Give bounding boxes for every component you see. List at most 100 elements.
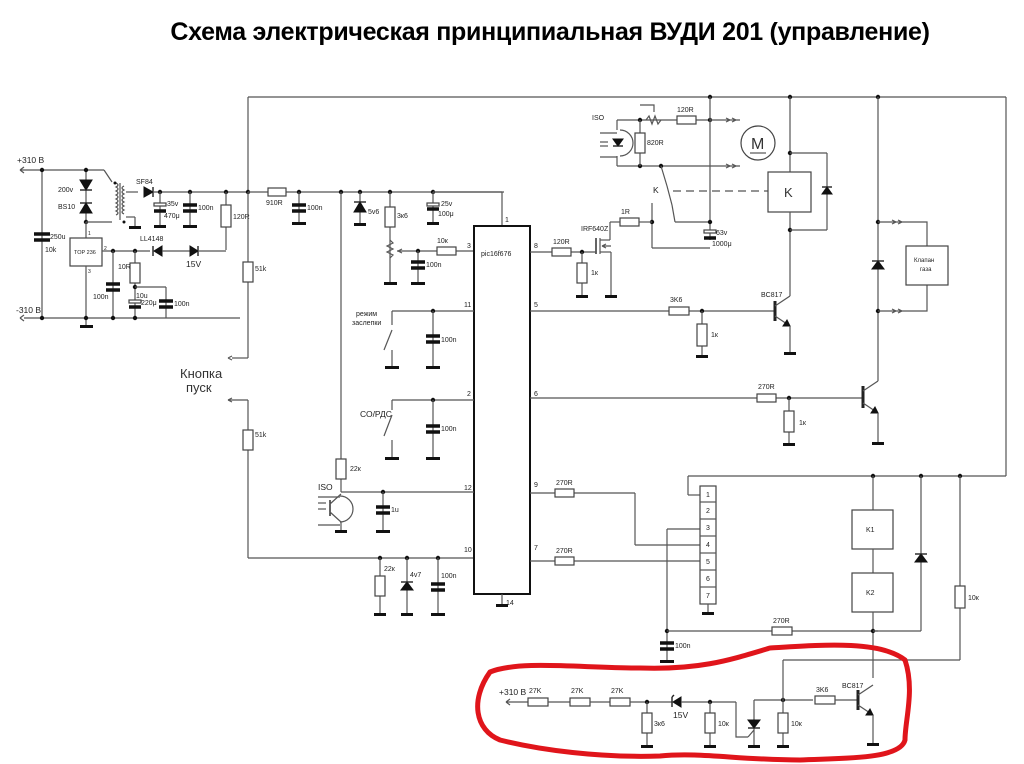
connector-section: 270R 270R 100n 270R 1 2 3 4 5 6 7 xyxy=(530,480,878,663)
relay-coil-label: K xyxy=(784,185,793,200)
res-51k-b-label: 51k xyxy=(255,432,267,439)
diode-bs10-label: BS10 xyxy=(58,204,75,211)
latch-cap-label: 100n xyxy=(441,337,457,344)
conn-res-9-label: 270R xyxy=(556,480,573,487)
co-rds-label: СО/РДС xyxy=(360,409,392,419)
start-button-label-2: пуск xyxy=(186,380,212,395)
hl-zener-label: 15V xyxy=(673,710,688,720)
mosfet-label: IRF640Z xyxy=(581,226,609,233)
main-rails xyxy=(247,96,1007,496)
res-gate-pd-label: 1к xyxy=(591,270,599,277)
cap-input-label: 250u xyxy=(50,234,66,241)
svg-text:1: 1 xyxy=(88,231,91,237)
res-1r-label: 1R xyxy=(621,209,630,216)
q2-pd-label: 1к xyxy=(799,420,807,427)
pic16f676-chip xyxy=(473,225,531,595)
relay-res-10k-label: 10к xyxy=(968,595,980,602)
relays-section: K1 K2 10к xyxy=(783,473,980,678)
svg-text:1: 1 xyxy=(505,217,509,224)
svg-text:8: 8 xyxy=(534,243,538,250)
cap-100u-label: 100μ xyxy=(438,211,454,218)
res-3k6-label: 3к6 xyxy=(397,213,408,220)
gas-valve-section: Клапан газа xyxy=(871,94,949,381)
res-22k-b-label: 22к xyxy=(384,566,396,573)
cap-out-v-label: 35v xyxy=(167,201,179,208)
start-button-label-1: Кнопка xyxy=(180,366,223,381)
svg-text:6: 6 xyxy=(534,391,538,398)
gas-valve-box xyxy=(905,245,949,286)
top236-label: TOP 236 xyxy=(74,250,96,256)
svg-text:9: 9 xyxy=(534,482,538,489)
zener-15v-label: 15V xyxy=(186,259,201,269)
cap-25v-label: 25v xyxy=(441,201,453,208)
res-910r-label: 910R xyxy=(266,200,283,207)
motor-section: ISO 820R 120R M K 63v 1000μ 1R xyxy=(530,94,833,298)
conn-res-7-label: 270R xyxy=(556,548,573,555)
motor-symbol: M xyxy=(751,136,764,153)
minus-310-label: -310 В xyxy=(16,305,41,315)
cap-100n-b-label: 100n xyxy=(93,294,109,301)
tvs-label: 200v xyxy=(58,187,74,194)
hl-res-10k-a-label: 10к xyxy=(718,721,730,728)
plus-310-label: +310 В xyxy=(17,155,45,165)
schematic-title: Схема электрическая принципиальная ВУДИ … xyxy=(170,18,930,46)
mcu-name: pic16f676 xyxy=(481,251,511,258)
latch-label-1: режим xyxy=(356,311,377,318)
flame-sensor-section: 22к ISO 1u 22к 4v7 100n xyxy=(318,458,474,616)
latch-label-2: заслепки xyxy=(352,320,381,327)
q1-name-label: BC817 xyxy=(761,292,783,299)
res-120r-label: 120R xyxy=(233,214,250,221)
cap-1000u-label: 1000μ xyxy=(712,241,732,248)
svg-text:3: 3 xyxy=(88,269,91,275)
mcu-section: 910R 100n 5v6 3к6 100n 10к 25v 100μ xyxy=(248,187,538,607)
svg-text:3: 3 xyxy=(467,243,471,250)
svg-text:12: 12 xyxy=(464,485,472,492)
cap-63v-label: 63v xyxy=(716,230,728,237)
res-120r-motor-label: 120R xyxy=(677,107,694,114)
cap-input-v-label: 10k xyxy=(45,247,57,254)
switches-section: режим заслепки 100n СО/РДС 100n xyxy=(352,308,474,460)
cap-220u-label: 220μ xyxy=(141,300,157,307)
conn-pin-1: 1 xyxy=(706,492,710,499)
psu-section: +310 В -310 В 250u 10k 200v BS10 SF84 xyxy=(16,155,267,361)
res-22k-label: 22к xyxy=(350,466,362,473)
svg-text:11: 11 xyxy=(464,302,471,309)
svg-text:5: 5 xyxy=(534,302,538,309)
highlight-outline xyxy=(475,642,912,763)
hl-transistor-label: BC817 xyxy=(842,683,864,690)
res-gate-label: 120R xyxy=(553,239,570,246)
conn-res-bottom-label: 270R xyxy=(773,618,790,625)
connector-block: 1 2 3 4 5 6 7 xyxy=(699,485,717,615)
start-button-section: Кнопка пуск 51k xyxy=(180,366,474,559)
q1-base-res-label: 3K6 xyxy=(670,297,683,304)
hl-res-3k6-label: 3к6 xyxy=(654,721,665,728)
relay-k2-label: K2 xyxy=(866,590,875,597)
gas-valve-label-1: Клапан xyxy=(914,258,934,264)
conn-pin-6: 6 xyxy=(706,576,710,583)
res-10k-label: 10к xyxy=(437,238,449,245)
res-820r-label: 820R xyxy=(647,140,664,147)
relay-contact-label: K xyxy=(653,185,659,195)
zener-5v6-label: 5v6 xyxy=(368,209,379,216)
cap-100n-flame-label: 100n xyxy=(441,573,457,580)
cap-1u-label: 1u xyxy=(391,507,399,514)
hl-res-base-label: 3K6 xyxy=(816,687,829,694)
iso-flame-label: ISO xyxy=(318,482,333,492)
hl-supply-label: +310 В xyxy=(499,687,527,697)
q1-pd-label: 1к xyxy=(711,332,719,339)
hl-r2-label: 27K xyxy=(571,688,584,695)
q2-base-res-label: 270R xyxy=(758,384,775,391)
ll4148-label: LL4148 xyxy=(140,236,163,243)
conn-cap-label: 100n xyxy=(675,643,691,650)
cap-100n-a-label: 100n xyxy=(198,205,214,212)
cap-100n-c-label: 100n xyxy=(174,301,190,308)
zener-4v7-label: 4v7 xyxy=(410,572,421,579)
relay-k1-label: K1 xyxy=(866,527,875,534)
svg-text:2: 2 xyxy=(104,246,107,252)
svg-text:7: 7 xyxy=(534,545,538,552)
highlighted-circuit: +310 В 27K 27K 27K 3к6 15V 10к 10к xyxy=(475,642,912,763)
svg-text:10: 10 xyxy=(464,547,472,554)
iso-motor-label: ISO xyxy=(592,115,605,122)
res-51k-a-label: 51k xyxy=(255,266,267,273)
